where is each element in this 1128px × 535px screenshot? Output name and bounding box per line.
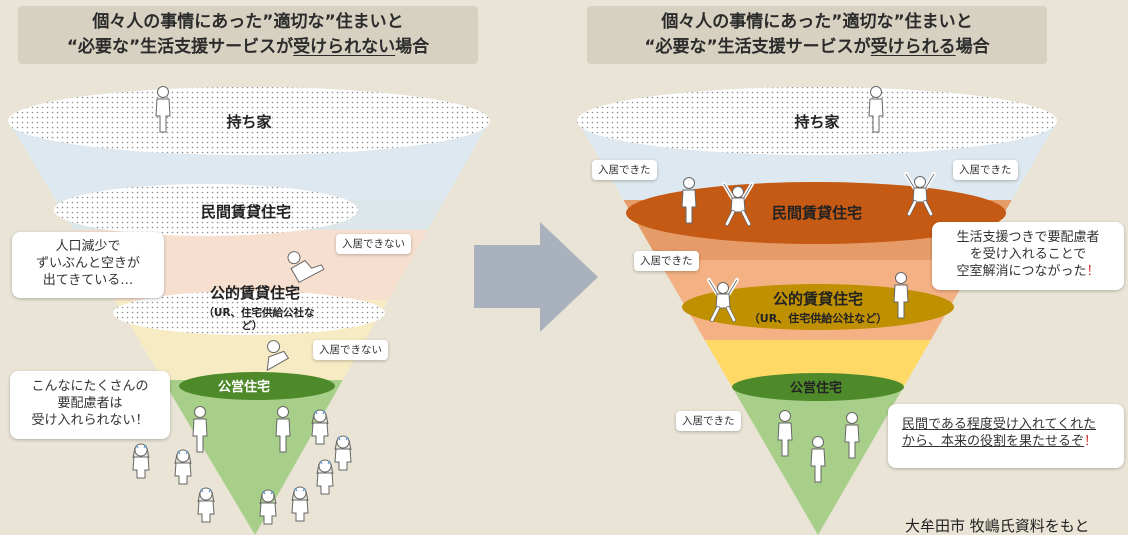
overflow-line-2: 要配慮者は	[57, 396, 123, 411]
crying-person-icon	[311, 409, 329, 445]
right-public-housing-disk	[732, 373, 904, 401]
left-title-line1: 個々人の事情にあった”適切な”住まいと	[92, 12, 404, 32]
left-public-sub-1: （UR、住宅供給公社な	[203, 306, 315, 319]
role-line-2-text: から、本来の役割を果たせるぞ	[902, 434, 1085, 449]
right-public-housing-label: 公営住宅	[790, 380, 842, 396]
moved-in-label-2: 入居できた	[953, 160, 1018, 180]
crying-person-icon	[334, 435, 352, 471]
crying-person-icon	[197, 487, 215, 523]
left-title: 個々人の事情にあった”適切な”住まいと “必要な”生活支援サービスが受けられない…	[18, 6, 478, 64]
right-title-line2-pre: “必要な”生活支援サービスが	[644, 37, 871, 57]
left-private-tier	[54, 184, 358, 236]
role-exclamation: ！	[1084, 434, 1098, 449]
rejected-label-1: 入居できない	[336, 234, 411, 254]
left-title-emphasis: 受けられない	[293, 37, 396, 57]
moved-in-label-1: 入居できた	[592, 160, 657, 180]
sitting-person-icon	[287, 251, 325, 284]
role-line-1: 民間である程度受け入れてくれた	[902, 417, 1097, 432]
crying-person-icon	[291, 486, 309, 522]
left-owned-tier	[8, 87, 490, 155]
right-title-line2-post: 場合	[955, 37, 990, 57]
left-public-housing-disk	[179, 372, 335, 400]
support-line-2: を受け入れることで	[969, 247, 1087, 262]
right-title-line1: 個々人の事情にあった”適切な”住まいと	[661, 12, 973, 32]
overflow-speech-bubble: こんなにたくさんの 要配慮者は 受け入れられない！	[10, 371, 170, 439]
overflow-line-3: 受け入れられない！	[31, 413, 149, 428]
left-public-sub-2: ど）	[242, 319, 263, 332]
right-owned-label: 持ち家	[794, 113, 839, 131]
left-owned-label: 持ち家	[226, 113, 271, 131]
left-public-label: 公的賃貸住宅	[210, 284, 300, 302]
support-line-3-text: 空室解消につながった	[956, 264, 1087, 279]
role-line-2: から、本来の役割を果たせるぞ！	[902, 433, 1124, 450]
left-public-tier	[113, 291, 385, 335]
vacancy-line-2: ずいぶんと空きが	[35, 256, 140, 271]
right-title-line2: “必要な”生活支援サービスが受けられる場合	[587, 35, 1047, 60]
vacancy-line-3: 出てきている…	[42, 273, 134, 288]
left-public-housing-label: 公営住宅	[218, 379, 270, 395]
sitting-person-icon	[266, 340, 290, 372]
source-credit: 大牟田市 牧嶋氏資料をもと	[905, 517, 1090, 535]
support-line-1: 生活支援つきで要配慮者	[956, 230, 1100, 245]
right-private-disk	[626, 182, 1006, 244]
vacancy-speech-bubble: 人口減少で ずいぶんと空きが 出てきている…	[12, 232, 164, 298]
left-title-line2-pre: “必要な”生活支援サービスが	[66, 37, 294, 57]
left-private-label: 民間賃貸住宅	[201, 203, 291, 221]
support-line-3: 空室解消につながった！	[932, 263, 1124, 280]
left-title-line2: “必要な”生活支援サービスが受けられない場合	[18, 35, 478, 60]
right-title-emphasis: 受けられる	[870, 37, 956, 57]
transition-arrow-icon	[474, 222, 598, 332]
role-speech-bubble: 民間である程度受け入れてくれた から、本来の役割を果たせるぞ！	[888, 404, 1124, 468]
moved-in-label-4: 入居できた	[676, 411, 741, 431]
crying-person-icon	[174, 449, 192, 485]
vacancy-line-1: 人口減少で	[55, 239, 121, 254]
right-owned-tier	[577, 87, 1057, 155]
right-private-label: 民間賃貸住宅	[772, 204, 862, 222]
crying-person-icon	[316, 459, 334, 495]
right-title: 個々人の事情にあった”適切な”住まいと “必要な”生活支援サービスが受けられる場…	[587, 6, 1047, 64]
left-title-line2-post: 場合	[395, 37, 430, 57]
rejected-label-2: 入居できない	[313, 340, 388, 360]
right-public-disk	[682, 284, 954, 330]
right-public-sub: （UR、住宅供給公社など）	[749, 311, 887, 325]
right-public-label: 公的賃貸住宅	[773, 290, 863, 308]
moved-in-label-3: 入居できた	[634, 251, 699, 271]
crying-person-icon	[132, 443, 150, 479]
support-exclamation: ！	[1086, 264, 1100, 279]
overflow-line-1: こんなにたくさんの	[31, 379, 149, 394]
support-speech-bubble: 生活支援つきで要配慮者 を受け入れることで 空室解消につながった！	[932, 222, 1124, 290]
